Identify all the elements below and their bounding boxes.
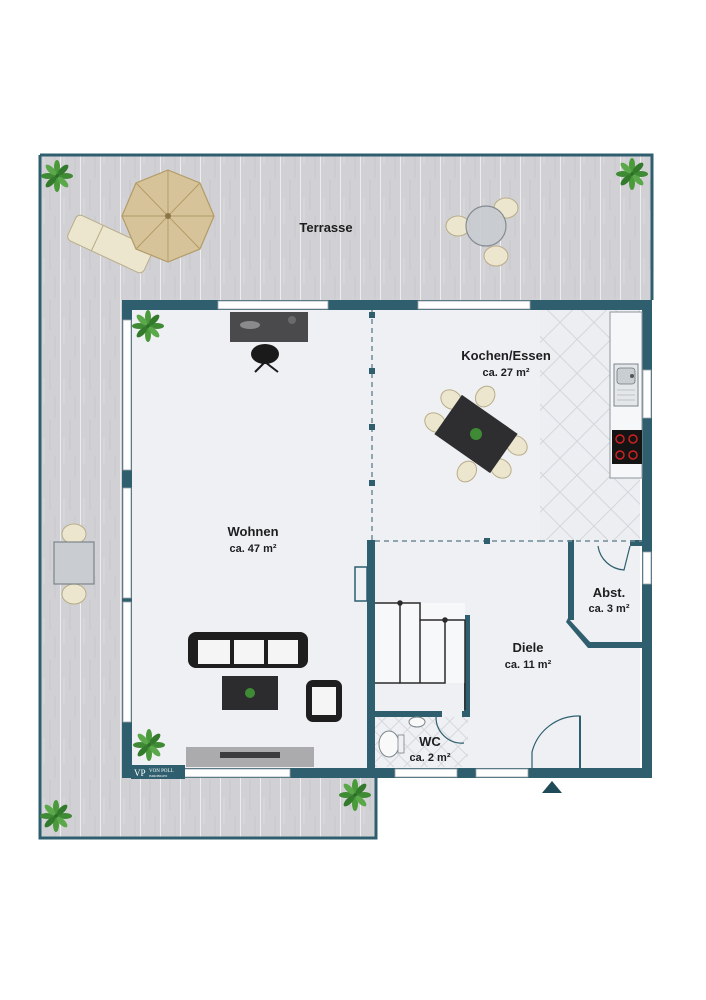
windows (122, 300, 652, 778)
open-passages (371, 310, 642, 542)
doors (435, 545, 631, 768)
brand-logo: VP VON POLL IMMOBILIEN (131, 765, 185, 779)
svg-text:VON POLL: VON POLL (149, 769, 174, 774)
room-label-wohnen: Wohnen (227, 524, 278, 539)
sun-umbrella-icon (121, 169, 215, 263)
dining-table-icon (424, 385, 528, 483)
room-area-wc: ca. 2 m² (410, 752, 451, 764)
toilet-icon (378, 716, 426, 758)
room-label-diele: Diele (512, 640, 543, 655)
room-area-kochen: ca. 27 m² (482, 367, 529, 379)
room-label-kochen: Kochen/Essen (461, 348, 551, 363)
room-area-wohnen: ca. 47 m² (229, 543, 276, 555)
svg-text:IMMOBILIEN: IMMOBILIEN (149, 774, 168, 778)
room-label-wc: WC (419, 734, 441, 749)
armchair-icon (306, 680, 342, 722)
cooktop-icon (612, 430, 642, 464)
room-label-abst: Abst. (593, 585, 626, 600)
room-area-diele: ca. 11 m² (505, 659, 552, 671)
staircase-icon (375, 600, 466, 710)
coffee-table-icon (222, 676, 278, 710)
entrance-arrow-icon (542, 781, 562, 793)
room-area-abst: ca. 3 m² (589, 603, 630, 615)
sofa-icon (188, 632, 308, 668)
svg-text:VP: VP (134, 768, 146, 778)
desk-icon (230, 312, 308, 342)
lounger-icon (67, 214, 153, 274)
sink-icon (613, 363, 639, 407)
terrace-deck (38, 153, 654, 840)
kitchen-counter (609, 311, 643, 479)
bistro-table-icon (445, 197, 519, 267)
interior-floor (130, 308, 640, 770)
office-chair-icon (251, 344, 279, 373)
room-label-terrasse: Terrasse (299, 220, 352, 235)
side-dining-set-icon (53, 523, 95, 605)
tv-board-icon (186, 747, 314, 767)
